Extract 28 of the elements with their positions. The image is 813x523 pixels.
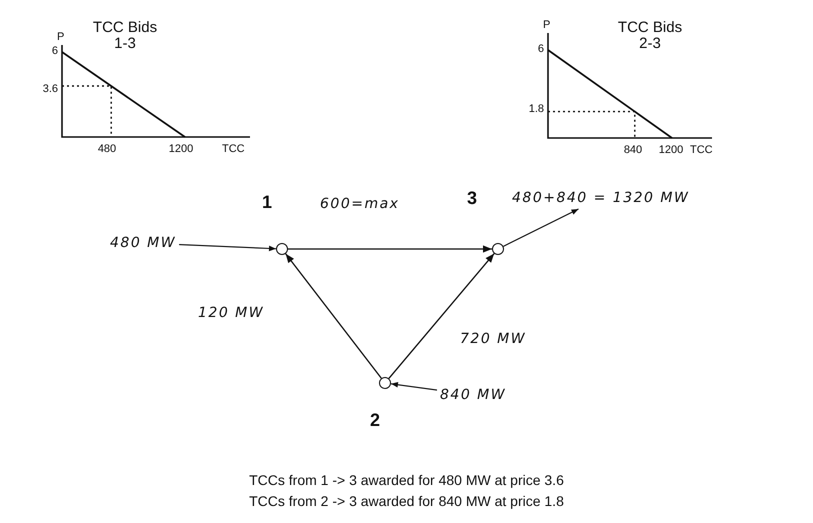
chart-title: TCC Bids 1-3 xyxy=(92,20,158,52)
tick-label: 6 xyxy=(50,45,58,57)
tick-label: 1200 xyxy=(168,143,194,155)
flow-arrow xyxy=(388,253,495,379)
note-text: TCCs from 1 -> 3 awarded for 480 MW at price 3.6 xyxy=(248,472,565,488)
tick-label: 480 xyxy=(96,143,118,155)
axis-label: TCC xyxy=(222,143,245,155)
axis-label: TCC xyxy=(690,144,713,156)
tick-label: 1.8 xyxy=(528,103,544,115)
tick-label: 1200 xyxy=(658,144,684,156)
injection-label: 840 MW xyxy=(440,387,506,403)
tick-label: 6 xyxy=(536,43,544,55)
tick-label: 840 xyxy=(622,144,644,156)
axis-label: P xyxy=(543,19,550,31)
node-number: 1 xyxy=(262,192,272,213)
chart-title: TCC Bids 2-3 xyxy=(616,20,684,52)
note-text: TCCs from 2 -> 3 awarded for 840 MW at price 1.8 xyxy=(248,493,565,509)
injection-arrow xyxy=(390,382,438,391)
axis-label: P xyxy=(57,31,64,43)
tick-label: 3.6 xyxy=(42,83,58,95)
flow-arrow xyxy=(288,245,492,253)
node-number: 3 xyxy=(467,188,478,209)
injection-label: 480+840 = 1320 MW xyxy=(512,190,690,206)
node-number: 2 xyxy=(370,410,380,431)
flow-arrow xyxy=(285,253,382,379)
injection-label: 480 MW xyxy=(110,235,176,251)
injection-arrow xyxy=(179,244,276,252)
injection-arrow xyxy=(503,208,579,247)
